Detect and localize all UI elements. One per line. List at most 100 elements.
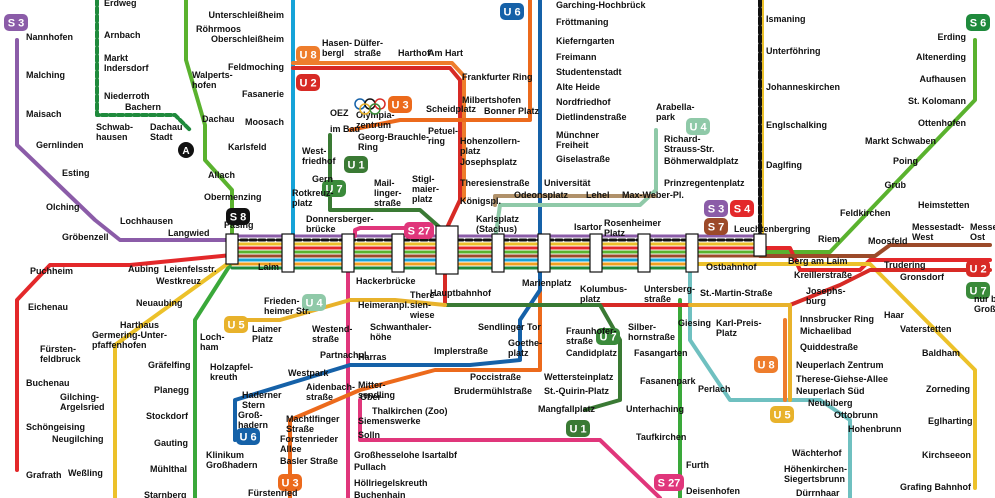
station-label-siemenswerke[interactable]: Siemenswerke bbox=[358, 416, 421, 426]
station-label-ottenhofen[interactable]: Ottenhofen bbox=[918, 118, 966, 128]
station-label-olching[interactable]: Olching bbox=[46, 202, 80, 212]
station-label-feldkirchen[interactable]: Feldkirchen bbox=[840, 208, 891, 218]
station-label-fasanerie[interactable]: Fasanerie bbox=[242, 89, 284, 99]
station-label-waechterhof[interactable]: Wächterhof bbox=[792, 448, 843, 458]
line-badge-u5a[interactable]: U 5 bbox=[224, 316, 248, 333]
line-badge-u8b[interactable]: U 8 bbox=[754, 356, 778, 373]
station-label-basler-strasse[interactable]: Basler Straße bbox=[280, 456, 338, 466]
station-label-giselastrasse[interactable]: Giselastraße bbox=[556, 154, 610, 164]
hub-rosenheimer[interactable] bbox=[637, 233, 651, 273]
station-label-nordfriedhof[interactable]: Nordfriedhof bbox=[556, 97, 611, 107]
station-label-leienfelsstr[interactable]: Leienfelsstr. bbox=[164, 264, 217, 274]
station-label-quiddestrasse[interactable]: Quiddestraße bbox=[800, 342, 858, 352]
station-label-josephsburg[interactable]: Josephs-burg bbox=[806, 286, 846, 306]
station-label-baldham[interactable]: Baldham bbox=[922, 348, 960, 358]
line-badge-s7[interactable]: S 7 bbox=[704, 218, 728, 235]
line-badge-s3b[interactable]: S 3 bbox=[704, 200, 728, 217]
station-label-unterhaching[interactable]: Unterhaching bbox=[626, 404, 684, 414]
station-label-buchenhain[interactable]: Buchenhain bbox=[354, 490, 406, 498]
station-label-friedenheimer[interactable]: Frieden-heimer Str. bbox=[264, 296, 311, 316]
station-label-untersbergstrasse[interactable]: Untersberg-straße bbox=[644, 284, 695, 304]
station-label-maillingerstrasse[interactable]: Mail-linger-straße bbox=[374, 178, 402, 208]
station-label-odeonsplatz[interactable]: Odeonsplatz bbox=[514, 190, 569, 200]
station-label-goetheplatz[interactable]: Goethe-platz bbox=[508, 338, 542, 358]
station-label-innsbrucker-ring[interactable]: Innsbrucker Ring bbox=[800, 314, 874, 324]
hub-isartor[interactable] bbox=[589, 233, 603, 273]
station-label-im-bau[interactable]: im Bau bbox=[330, 124, 360, 134]
hub-pasing[interactable] bbox=[225, 233, 239, 265]
line-badge-s4[interactable]: S 4 bbox=[730, 200, 754, 217]
station-label-ottobrunn[interactable]: Ottobrunn bbox=[834, 410, 878, 420]
station-label-markt-schwaben[interactable]: Markt Schwaben bbox=[865, 136, 936, 146]
station-label-wessling[interactable]: Weßling bbox=[68, 468, 103, 478]
station-label-graefelfing[interactable]: Gräfelfing bbox=[148, 360, 191, 370]
station-label-implerstrasse[interactable]: Implerstraße bbox=[434, 346, 488, 356]
station-label-arnbach[interactable]: Arnbach bbox=[104, 30, 141, 40]
station-label-duermhaar[interactable]: Dürrnhaar bbox=[796, 488, 840, 498]
station-label-josephsplatz[interactable]: Josephsplatz bbox=[460, 157, 518, 167]
station-label-leuchtenbergring[interactable]: Leuchtenbergring bbox=[734, 224, 811, 234]
station-label-karlsplatz[interactable]: Karlsplatz(Stachus) bbox=[476, 214, 520, 234]
station-label-neuperlach-zentrum[interactable]: Neuperlach Zentrum bbox=[796, 360, 884, 370]
station-label-mittersendling[interactable]: Mitter-sendling bbox=[358, 380, 395, 400]
line-badge-u7a[interactable]: U 7 bbox=[322, 180, 346, 197]
station-label-langwied[interactable]: Langwied bbox=[168, 228, 210, 238]
line-badge-s6[interactable]: S 6 bbox=[966, 14, 990, 31]
line-badge-u4b[interactable]: U 4 bbox=[302, 294, 326, 311]
station-label-poing[interactable]: Poing bbox=[893, 156, 918, 166]
station-label-roehrmoos[interactable]: Röhrmoos bbox=[196, 24, 241, 34]
station-label-theresienwiese[interactable]: There-sien-wiese bbox=[409, 290, 438, 320]
station-label-fuerstenried[interactable]: Fürstenried bbox=[248, 488, 298, 498]
station-label-st-martin-strasse[interactable]: St.-Martin-Straße bbox=[700, 288, 773, 298]
station-label-malching[interactable]: Malching bbox=[26, 70, 65, 80]
station-label-lochham[interactable]: Loch-ham bbox=[200, 332, 225, 352]
station-label-planegg[interactable]: Planegg bbox=[154, 385, 189, 395]
line-badge-s8[interactable]: S 8 bbox=[226, 208, 250, 225]
station-label-michaelibad[interactable]: Michaelibad bbox=[800, 326, 852, 336]
station-label-feldmoching[interactable]: Feldmoching bbox=[228, 62, 284, 72]
station-label-fraunhoferstrasse[interactable]: Fraunhofer-straße bbox=[566, 326, 617, 346]
station-label-karl-preis-platz[interactable]: Karl-Preis-Platz bbox=[716, 318, 762, 338]
station-label-am-hart[interactable]: Am Hart bbox=[428, 48, 463, 58]
line-badge-u7b[interactable]: U 7 bbox=[596, 328, 620, 345]
line-badge-u2b[interactable]: U 2 bbox=[966, 260, 990, 277]
station-label-petuelring[interactable]: Petuel-ring bbox=[428, 126, 458, 146]
station-label-riem[interactable]: Riem bbox=[818, 234, 840, 244]
station-label-hoehenkirchen[interactable]: Höhenkirchen-Siegertsbrunn bbox=[784, 464, 847, 484]
station-label-grub[interactable]: Grub bbox=[885, 180, 907, 190]
station-label-perlach[interactable]: Perlach bbox=[698, 384, 731, 394]
station-label-eglharting[interactable]: Eglharting bbox=[928, 416, 973, 426]
station-label-laim[interactable]: Laim bbox=[258, 262, 279, 272]
station-label-pullach[interactable]: Pullach bbox=[354, 462, 386, 472]
station-label-erdweg[interactable]: Erdweg bbox=[104, 0, 137, 8]
hub-leuchtenbergring[interactable] bbox=[753, 233, 767, 257]
station-label-hackerbruecke[interactable]: Hackerbrücke bbox=[356, 276, 416, 286]
hub-karlsplatz[interactable] bbox=[491, 233, 505, 273]
hub-hackerbruecke[interactable] bbox=[391, 233, 405, 273]
line-badge-u1b[interactable]: U 1 bbox=[566, 420, 590, 437]
hub-donnersberger[interactable] bbox=[341, 233, 355, 273]
station-label-stockdorf[interactable]: Stockdorf bbox=[146, 411, 189, 421]
station-label-buchenau[interactable]: Buchenau bbox=[26, 378, 70, 388]
line-badge-u6top[interactable]: U 6 bbox=[500, 3, 524, 20]
station-label-hohenbrunn[interactable]: Hohenbrunn bbox=[848, 424, 902, 434]
station-label-richard-strauss[interactable]: Richard-Strauss-Str. bbox=[664, 134, 715, 154]
station-label-max-weber-platz[interactable]: Max-Weber-Pl. bbox=[622, 190, 684, 200]
station-label-moosach[interactable]: Moosach bbox=[245, 117, 284, 127]
station-label-marienplatz[interactable]: Marienplatz bbox=[522, 278, 572, 288]
station-label-oez[interactable]: OEZ bbox=[330, 108, 349, 118]
station-label-milbertshofen[interactable]: Milbertshofen bbox=[462, 95, 521, 105]
line-badge-u5b[interactable]: U 5 bbox=[770, 406, 794, 423]
station-label-furth[interactable]: Furth bbox=[686, 460, 709, 470]
station-label-englschalking[interactable]: Englschalking bbox=[766, 120, 827, 130]
station-label-harthof[interactable]: Harthof bbox=[398, 48, 431, 58]
station-label-bachern[interactable]: Bachern bbox=[125, 102, 161, 112]
